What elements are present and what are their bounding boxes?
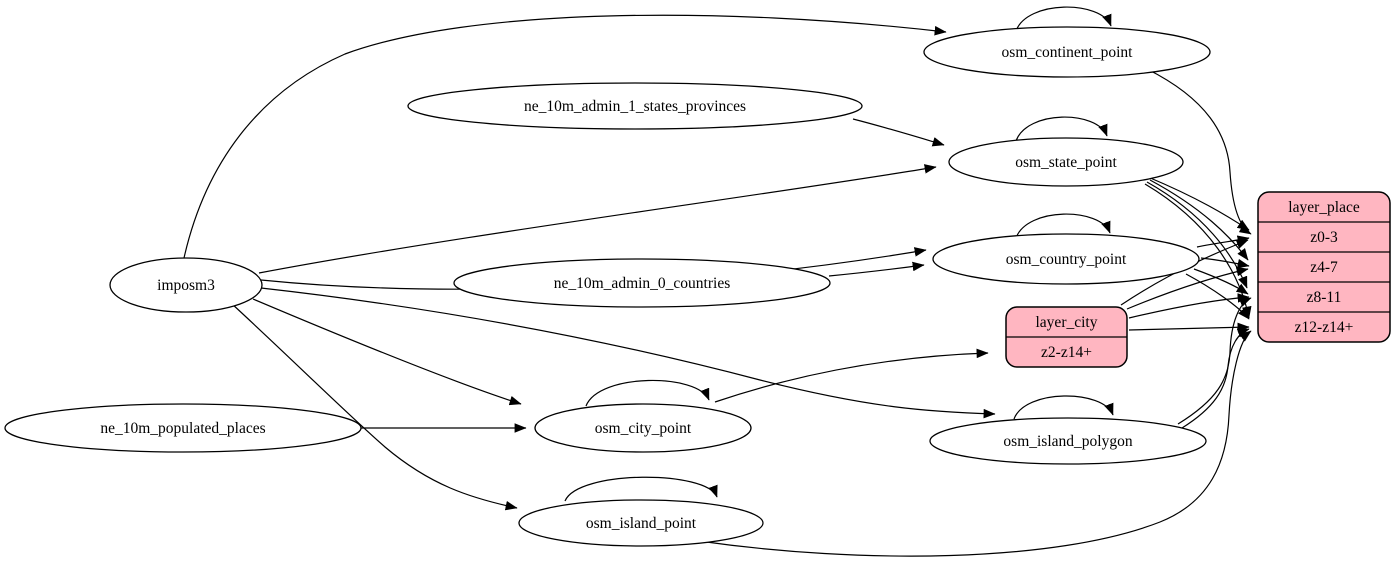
edge-layer_city-to-layer_place:z4-7 xyxy=(1126,266,1249,310)
node-osm_continent_point: osm_continent_point xyxy=(923,26,1211,78)
edge-layer_city-to-layer_place:z12-z14+ xyxy=(1128,322,1250,333)
node-label-ne_10m_populated_places: ne_10m_populated_places xyxy=(100,420,265,437)
edge-osm_island_polygon-to-osm_island_polygon xyxy=(1013,395,1114,420)
node-shape-osm_country_point xyxy=(932,233,1200,285)
node-shape-osm_continent_point xyxy=(923,26,1211,78)
edge-osm_state_point-to-layer_place:z0-3 xyxy=(1147,176,1250,231)
node-label-osm_state_point: osm_state_point xyxy=(1015,154,1117,171)
edge-imposm3-to-osm_island_polygon xyxy=(260,287,996,419)
edge-osm_state_point-to-osm_state_point xyxy=(1015,116,1108,142)
record-row-layer_place-0: layer_place xyxy=(1288,199,1360,216)
node-shape-ne_10m_admin_1_states_provinces xyxy=(407,82,863,130)
record-row-layer_place-4: z12-z14+ xyxy=(1295,319,1354,336)
edge-ne_10m_admin_1_states_provinces-to-osm_state_point xyxy=(852,118,945,147)
node-label-osm_continent_point: osm_continent_point xyxy=(1002,44,1134,61)
edge-osm_island_polygon-to-layer_place:z8-11 xyxy=(1177,297,1252,425)
node-imposm3: imposm3 xyxy=(109,257,263,313)
record-row-layer_place-1: z0-3 xyxy=(1310,229,1338,246)
record-row-layer_city-0: layer_city xyxy=(1036,314,1098,331)
node-osm_city_point: osm_city_point xyxy=(534,403,752,453)
node-shape-ne_10m_admin_0_countries xyxy=(453,258,831,308)
node-shape-osm_state_point xyxy=(948,137,1184,187)
record-row-layer_place-2: z4-7 xyxy=(1310,259,1338,276)
record-row-layer_place-3: z8-11 xyxy=(1307,289,1342,306)
node-label-osm_city_point: osm_city_point xyxy=(595,420,692,437)
edge-osm_city_point-to-osm_city_point xyxy=(585,379,710,407)
edge-osm_state_point-to-layer_place:z4-7 xyxy=(1149,179,1249,261)
edge-imposm3-to-osm_continent_point xyxy=(183,14,947,259)
edge-osm_country_point-to-layer_place:z0-3 xyxy=(1196,235,1250,248)
node-osm_island_point: osm_island_point xyxy=(518,499,764,547)
edge-osm_city_point-to-layer_city:z2-z14+ xyxy=(714,348,989,403)
edge-ne_10m_admin_0_countries-to-osm_country_point xyxy=(828,261,925,277)
node-label-imposm3: imposm3 xyxy=(157,277,215,294)
node-ne_10m_admin_0_countries: ne_10m_admin_0_countries xyxy=(453,258,831,308)
edge-osm_continent_point-to-osm_continent_point xyxy=(1015,6,1112,32)
edge-osm_island_polygon-to-layer_place:z12-z14+ xyxy=(1181,328,1250,429)
edge-imposm3-to-osm_island_point xyxy=(230,302,518,511)
node-label-ne_10m_admin_0_countries: ne_10m_admin_0_countries xyxy=(554,275,731,292)
record-layer_place: layer_place z0-3 z4-7 z8-11 z12-z14+ xyxy=(1257,191,1391,343)
node-label-osm_island_polygon: osm_island_polygon xyxy=(1003,433,1132,450)
node-shape-osm_city_point xyxy=(534,403,752,453)
record-shape-layer_place xyxy=(1257,191,1391,343)
node-osm_state_point: osm_state_point xyxy=(948,137,1184,187)
node-label-osm_country_point: osm_country_point xyxy=(1006,251,1127,268)
node-shape-osm_island_point xyxy=(518,499,764,547)
node-label-osm_island_point: osm_island_point xyxy=(586,515,697,532)
edge-osm_island_point-to-layer_place:z12-z14+ xyxy=(698,330,1252,557)
node-ne_10m_admin_1_states_provinces: ne_10m_admin_1_states_provinces xyxy=(407,82,863,130)
node-shape-imposm3 xyxy=(109,257,263,313)
edge-osm_continent_point-to-layer_place:z0-3 xyxy=(1146,68,1252,235)
edge-layer_city-to-layer_place:z8-11 xyxy=(1128,293,1250,319)
node-label-ne_10m_admin_1_states_provinces: ne_10m_admin_1_states_provinces xyxy=(524,98,746,115)
node-osm_island_polygon: osm_island_polygon xyxy=(929,417,1207,465)
record-layer_city: layer_city z2-z14+ xyxy=(1005,306,1128,368)
node-shape-ne_10m_populated_places xyxy=(4,403,362,453)
edge-imposm3-to-osm_city_point xyxy=(252,298,522,406)
node-osm_country_point: osm_country_point xyxy=(932,233,1200,285)
node-ne_10m_populated_places: ne_10m_populated_places xyxy=(4,403,362,453)
edge-imposm3-to-osm_state_point xyxy=(258,164,937,274)
record-row-layer_city-1: z2-z14+ xyxy=(1041,344,1092,361)
edge-osm_country_point-to-osm_country_point xyxy=(1015,213,1111,239)
edge-osm_country_point-to-layer_place:z12-z14+ xyxy=(1185,273,1250,320)
edge-osm_island_point-to-osm_island_point xyxy=(564,476,718,502)
node-shape-osm_island_polygon xyxy=(929,417,1207,465)
edge-osm_country_point-to-layer_place:z8-11 xyxy=(1193,268,1249,295)
